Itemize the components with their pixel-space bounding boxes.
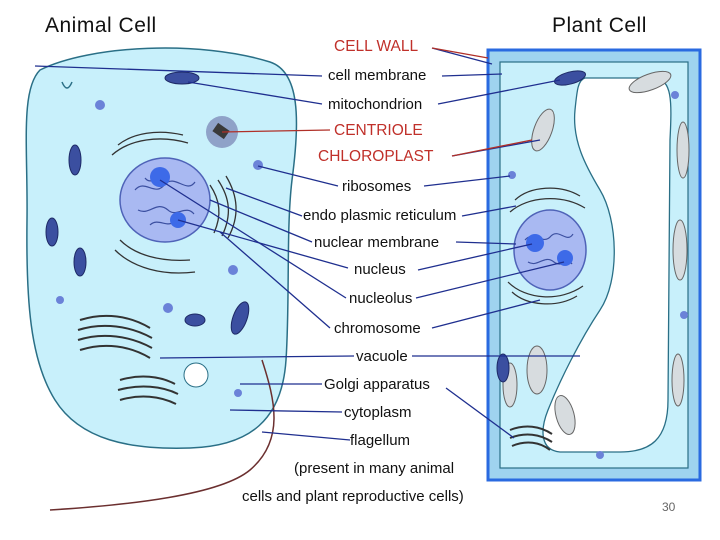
label-mitochondrion: mitochondrion (328, 96, 423, 113)
label-chloroplast: CHLOROPLAST (318, 148, 434, 165)
label-cell-wall: CELL WALL (334, 38, 419, 55)
animal-vacuole (183, 362, 209, 388)
animal-membrane-notch (61, 81, 73, 89)
plant-ribosomes (508, 91, 688, 459)
page-number: 30 (662, 500, 676, 514)
label-vacuole: vacuole (356, 348, 408, 365)
plant-mitochondria (496, 70, 587, 383)
animal-flagellum (49, 359, 275, 511)
label-flagellum: flagellum (350, 432, 411, 449)
label-er: endo plasmic reticulum (303, 207, 457, 224)
plant-er (507, 187, 586, 305)
animal-centriole (212, 122, 230, 140)
plant-nucleolus (526, 234, 544, 252)
plant-cell-title: Plant Cell (552, 14, 647, 37)
label-centriole: CENTRIOLE (334, 122, 423, 139)
animal-mitochondria (45, 71, 250, 335)
animal-ribosomes (56, 100, 263, 397)
plant-golgi (509, 425, 553, 451)
leader-lines-right (412, 47, 580, 439)
leader-lines-left (34, 65, 355, 441)
label-chromosome: chromosome (334, 320, 421, 337)
label-ribosomes: ribosomes (342, 178, 412, 195)
plant-nucleus (513, 209, 587, 291)
label-cytoplasm: cytoplasm (344, 404, 412, 421)
label-golgi: Golgi apparatus (324, 376, 430, 393)
plant-nucleolus-2 (557, 250, 573, 266)
plant-chloroplasts (502, 70, 690, 435)
label-nucleus: nucleus (354, 261, 406, 278)
label-nuclear-membrane: nuclear membrane (314, 234, 440, 251)
animal-cell-body (25, 47, 298, 449)
animal-nucleolus (150, 167, 170, 187)
animal-cell-title: Animal Cell (45, 14, 157, 37)
plant-vacuole (542, 77, 672, 453)
animal-golgi (77, 314, 179, 405)
label-cell-membrane: cell membrane (328, 67, 427, 84)
label-flagellum-note-2: cells and plant reproductive cells) (242, 488, 464, 505)
leader-lines-red-right (431, 47, 533, 157)
label-nucleolus: nucleolus (349, 290, 413, 307)
label-flagellum-note-1: (present in many animal (294, 460, 455, 477)
leader-lines-red (221, 129, 331, 133)
